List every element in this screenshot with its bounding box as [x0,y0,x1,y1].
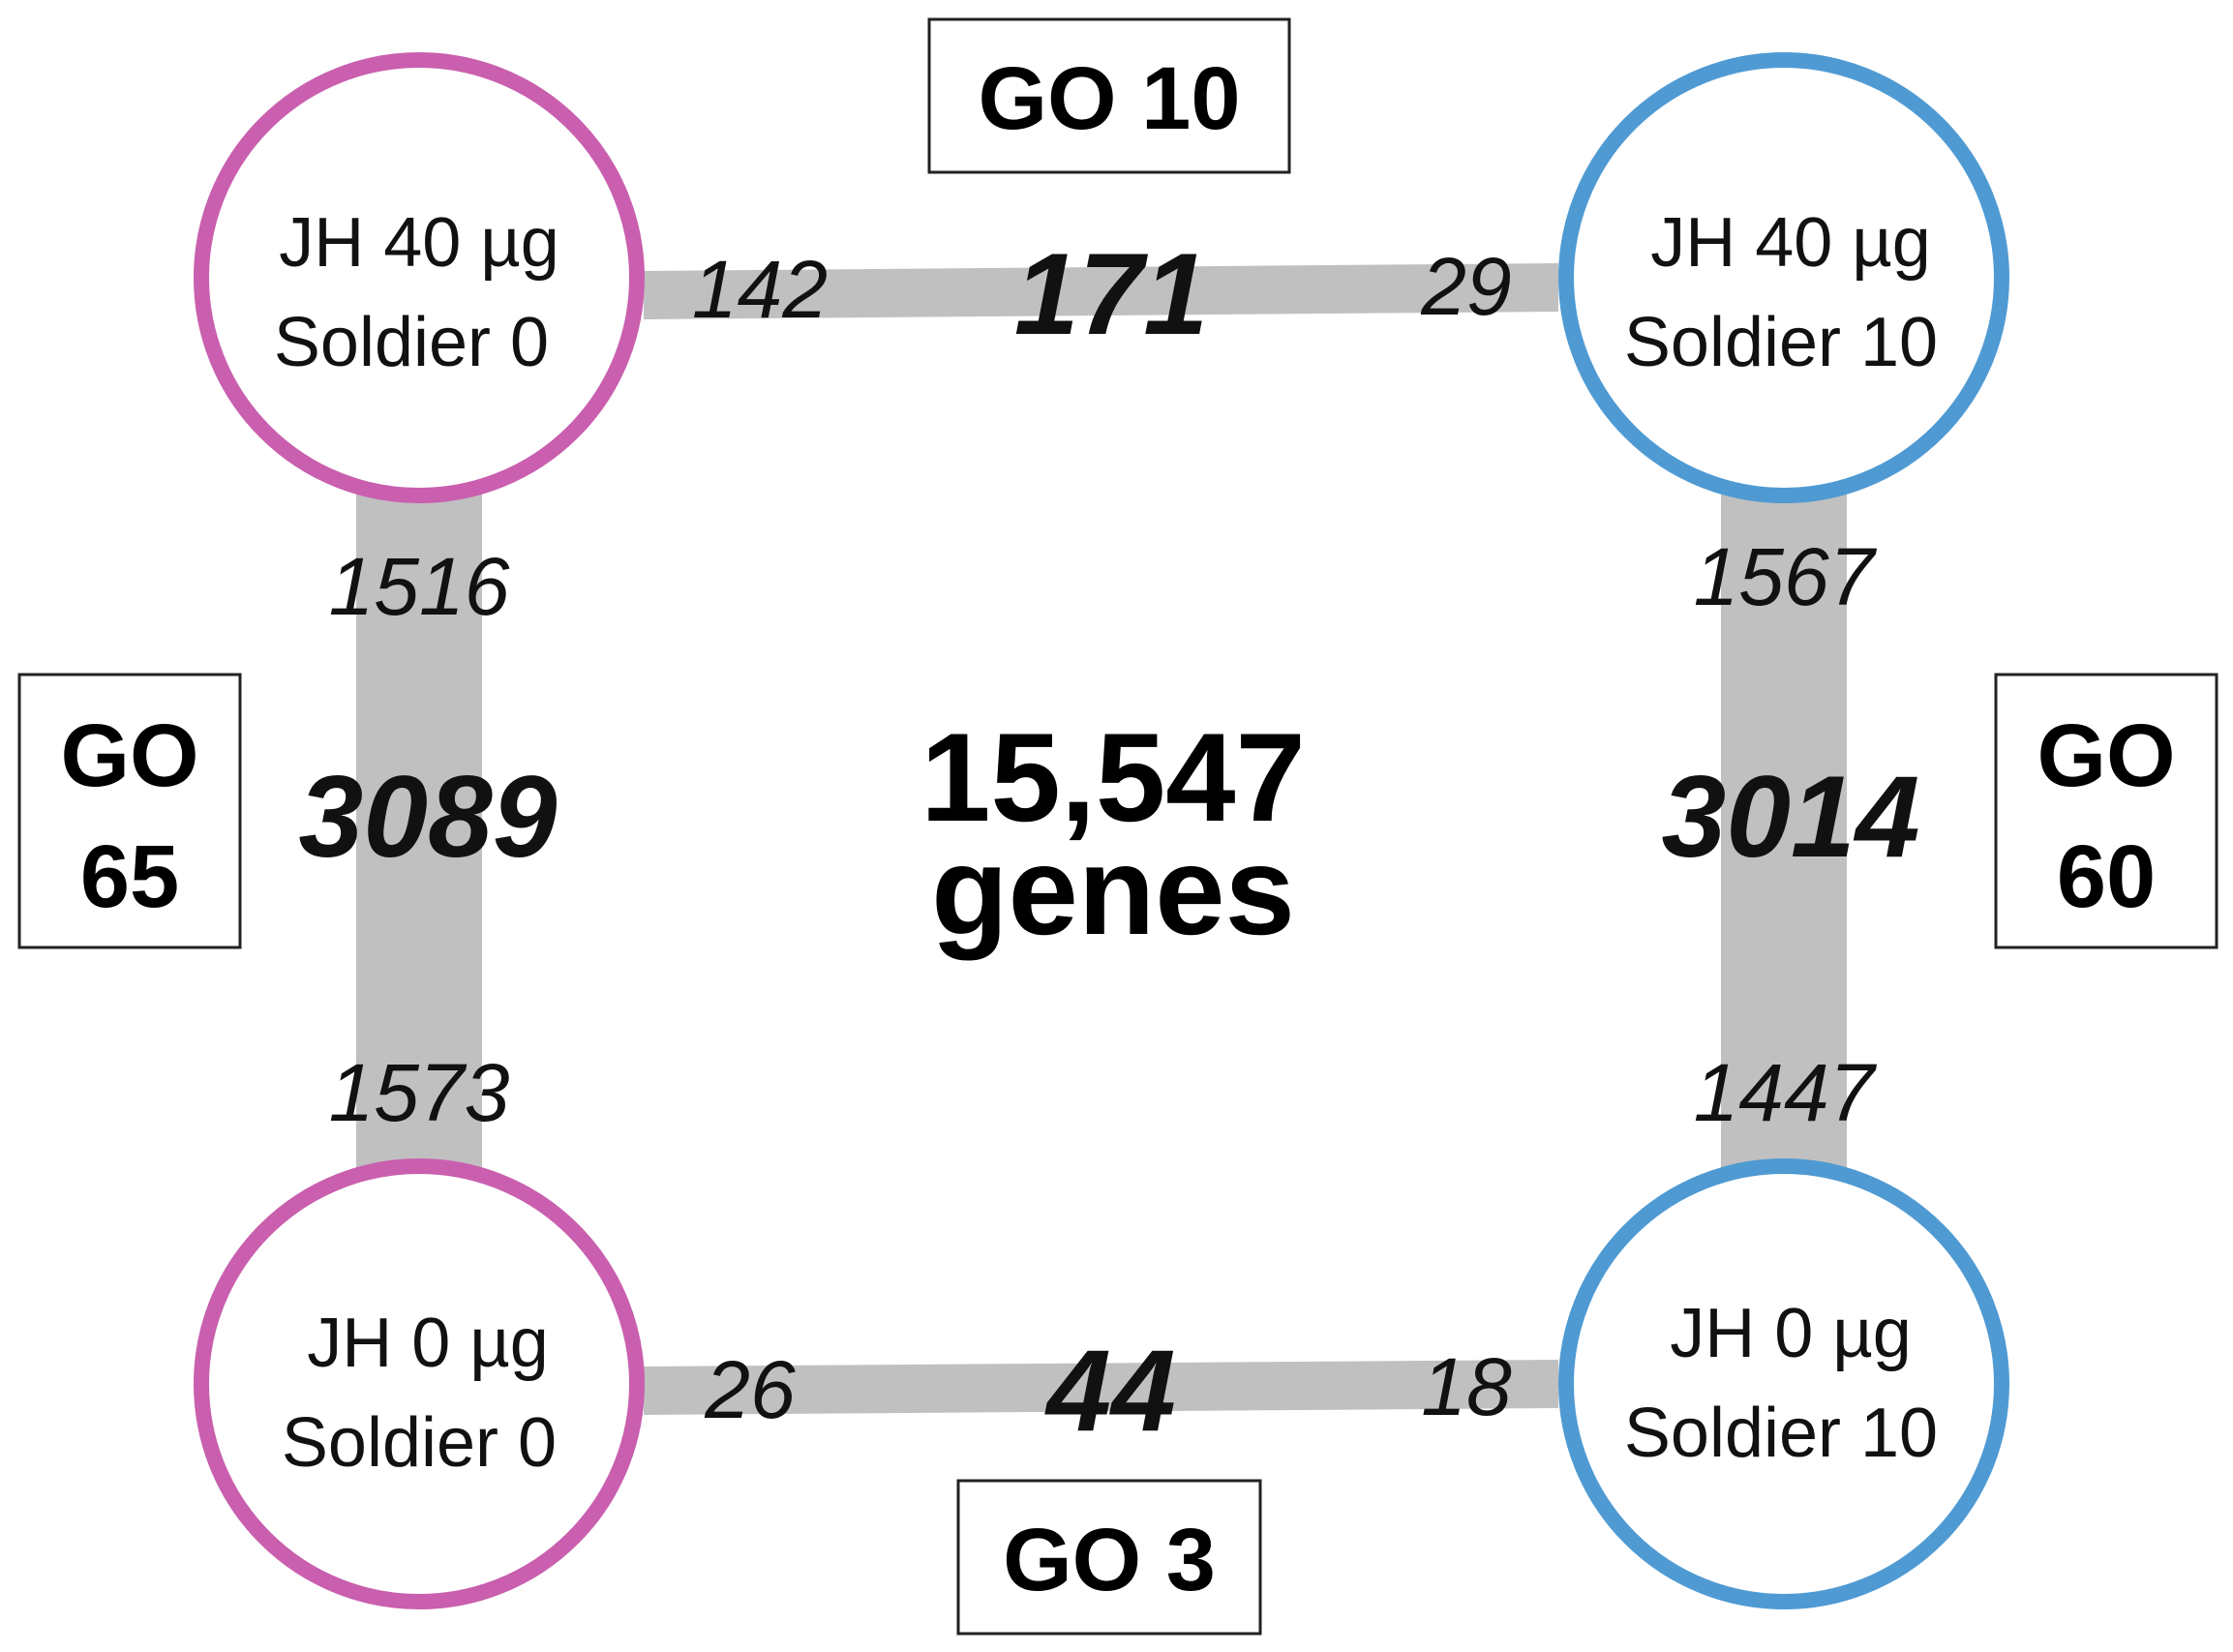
node-top-left-line2: Soldier 0 [274,304,549,381]
edge-right-total: 3014 [1662,752,1920,882]
edge-top-left-count: 142 [692,244,828,335]
node-bottom-right-line1: JH 0 µg [1670,1295,1912,1372]
go-box-right-line1: GO [2037,706,2175,805]
edge-left-top-count: 1516 [329,541,510,632]
node-top-left [194,52,645,503]
node-bottom-left [194,1158,645,1609]
go-box-left-line1: GO [60,706,198,805]
node-bottom-right-line2: Soldier 10 [1624,1395,1938,1472]
edge-bottom [644,1360,1558,1415]
edge-bottom-left-count: 26 [704,1344,796,1435]
go-box-left [17,673,242,949]
go-box-top [927,17,1291,174]
edge-bottom-total: 44 [1044,1326,1175,1456]
go-box-top-text: GO 10 [978,49,1240,148]
edge-bottom-right-count: 18 [1421,1341,1512,1432]
go-box-bottom [956,1479,1262,1636]
node-bottom-right [1558,1158,2009,1609]
node-top-right-line2: Soldier 10 [1624,304,1938,381]
node-top-left-line1: JH 40 µg [279,204,559,282]
edge-right-bottom-count: 1447 [1694,1047,1878,1138]
node-bottom-left-line2: Soldier 0 [282,1404,557,1482]
edge-top-right-count: 29 [1420,241,1511,332]
center-genes-label: genes [931,820,1295,961]
node-top-right-line1: JH 40 µg [1650,204,1931,282]
edge-left-total: 3089 [299,752,558,882]
go-box-bottom-text: GO 3 [1003,1511,1216,1609]
node-top-right [1558,52,2009,503]
go-box-right [1994,673,2218,949]
node-bottom-left-line1: JH 0 µg [307,1305,549,1382]
center-gene-count: 15,547 [920,706,1306,848]
edge-top [644,263,1558,319]
edge-top-total: 171 [1014,229,1208,359]
edge-left [356,484,482,1181]
edge-right-top-count: 1567 [1694,531,1878,622]
edge-right [1721,484,1847,1181]
go-box-left-line2: 65 [80,827,179,926]
go-box-right-line2: 60 [2057,827,2156,926]
edge-left-bottom-count: 1573 [329,1047,510,1138]
